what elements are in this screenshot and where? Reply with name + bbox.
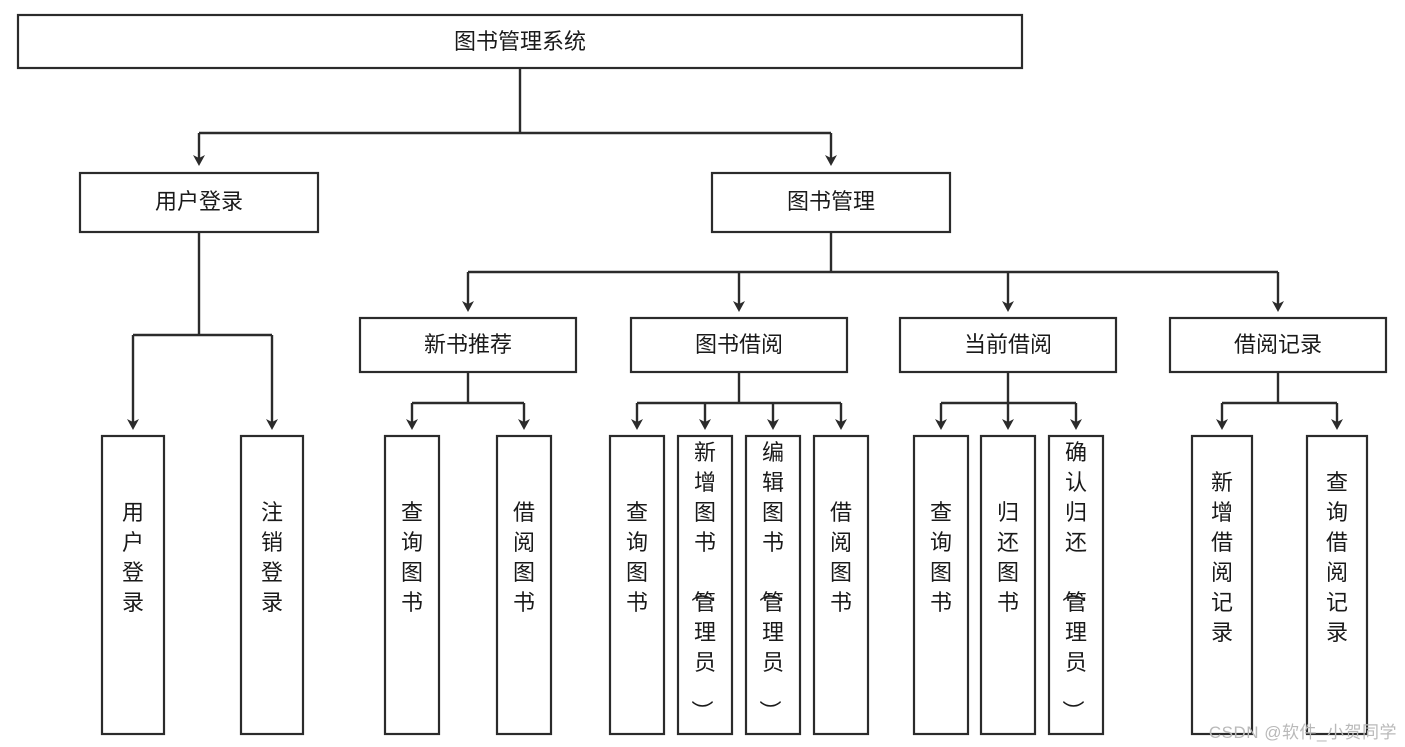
node-leaf-user-login[interactable]: 用户登录 bbox=[100, 434, 166, 736]
node-leaf-add-book-box[interactable] bbox=[676, 434, 734, 736]
node-current-borrow-label: 当前借阅 bbox=[964, 332, 1052, 357]
node-user-login[interactable]: 用户登录 bbox=[78, 171, 320, 234]
node-leaf-borrow-book-2-box[interactable] bbox=[812, 434, 870, 736]
node-leaf-confirm-return[interactable]: 确认归还（管理员） bbox=[1047, 434, 1105, 736]
node-root-box[interactable] bbox=[16, 13, 1024, 70]
node-leaf-confirm-return-label: 确认归还（管理员） bbox=[1060, 440, 1087, 722]
node-leaf-logout-box[interactable] bbox=[239, 434, 305, 736]
node-leaf-query-book-2-label: 查询图书 bbox=[626, 500, 648, 615]
node-borrow-record-label: 借阅记录 bbox=[1234, 332, 1322, 357]
node-leaf-borrow-book-1-box[interactable] bbox=[495, 434, 553, 736]
node-leaf-query-book-1[interactable]: 查询图书 bbox=[383, 434, 441, 736]
node-book-borrow-box[interactable] bbox=[629, 316, 849, 374]
node-leaf-logout[interactable]: 注销登录 bbox=[239, 434, 305, 736]
node-new-book-recommend-box[interactable] bbox=[358, 316, 578, 374]
node-leaf-return-book[interactable]: 归还图书 bbox=[979, 434, 1037, 736]
node-current-borrow-box[interactable] bbox=[898, 316, 1118, 374]
node-leaf-confirm-return-box[interactable] bbox=[1047, 434, 1105, 736]
node-leaf-query-record-label: 查询借阅记录 bbox=[1326, 470, 1348, 645]
node-leaf-borrow-book-2[interactable]: 借阅图书 bbox=[812, 434, 870, 736]
csdn-watermark: CSDN @软件_小贺同学 bbox=[1208, 723, 1397, 742]
node-borrow-record-box[interactable] bbox=[1168, 316, 1388, 374]
node-leaf-add-record-box[interactable] bbox=[1190, 434, 1254, 736]
node-leaf-logout-label: 注销登录 bbox=[261, 500, 283, 615]
node-leaf-query-book-3-box[interactable] bbox=[912, 434, 970, 736]
node-leaf-edit-book-label: 编辑图书（管理员） bbox=[757, 440, 784, 722]
connector-user-login-to-leaves bbox=[127, 232, 278, 430]
node-leaf-add-record[interactable]: 新增借阅记录 bbox=[1190, 434, 1254, 736]
node-leaf-return-book-box[interactable] bbox=[979, 434, 1037, 736]
node-leaf-query-book-3-label: 查询图书 bbox=[930, 500, 952, 615]
node-user-login-box[interactable] bbox=[78, 171, 320, 234]
node-leaf-edit-book-box[interactable] bbox=[744, 434, 802, 736]
node-new-book-recommend[interactable]: 新书推荐 bbox=[358, 316, 578, 374]
connector-new-book-recommend-to-leaves bbox=[406, 372, 530, 430]
node-root-system[interactable]: 图书管理系统 bbox=[16, 13, 1024, 70]
node-leaf-query-book-1-label: 查询图书 bbox=[401, 500, 423, 615]
node-new-book-recommend-label: 新书推荐 bbox=[424, 332, 512, 357]
connector-root-to-level2 bbox=[193, 68, 837, 166]
node-leaf-borrow-book-1[interactable]: 借阅图书 bbox=[495, 434, 553, 736]
connector-current-borrow-to-leaves bbox=[935, 372, 1082, 430]
node-current-borrow[interactable]: 当前借阅 bbox=[898, 316, 1118, 374]
node-leaf-add-book[interactable]: 新增图书（管理员） bbox=[676, 434, 734, 736]
node-leaf-query-record-box[interactable] bbox=[1305, 434, 1369, 736]
connector-borrow-record-to-leaves bbox=[1216, 372, 1343, 430]
node-leaf-add-book-label: 新增图书（管理员） bbox=[689, 440, 716, 722]
node-book-borrow[interactable]: 图书借阅 bbox=[629, 316, 849, 374]
node-leaf-borrow-book-2-label: 借阅图书 bbox=[830, 500, 852, 615]
node-leaf-edit-book[interactable]: 编辑图书（管理员） bbox=[744, 434, 802, 736]
node-leaf-user-login-label: 用户登录 bbox=[122, 500, 144, 615]
node-leaf-query-record[interactable]: 查询借阅记录 bbox=[1305, 434, 1369, 736]
node-user-login-label: 用户登录 bbox=[155, 189, 243, 214]
node-leaf-return-book-label: 归还图书 bbox=[997, 500, 1019, 615]
connector-book-management-to-level3 bbox=[462, 232, 1284, 312]
node-root-label: 图书管理系统 bbox=[454, 29, 586, 54]
node-leaf-query-book-2-box[interactable] bbox=[608, 434, 666, 736]
connector-book-borrow-to-leaves bbox=[631, 372, 847, 430]
node-book-management[interactable]: 图书管理 bbox=[710, 171, 952, 234]
node-leaf-query-book-3[interactable]: 查询图书 bbox=[912, 434, 970, 736]
node-leaf-add-record-label: 新增借阅记录 bbox=[1211, 470, 1233, 645]
node-leaf-query-book-1-box[interactable] bbox=[383, 434, 441, 736]
node-book-management-label: 图书管理 bbox=[787, 189, 875, 214]
node-leaf-user-login-box[interactable] bbox=[100, 434, 166, 736]
node-leaf-query-book-2[interactable]: 查询图书 bbox=[608, 434, 666, 736]
node-book-borrow-label: 图书借阅 bbox=[695, 332, 783, 357]
node-borrow-record[interactable]: 借阅记录 bbox=[1168, 316, 1388, 374]
node-leaf-borrow-book-1-label: 借阅图书 bbox=[513, 500, 535, 615]
node-book-management-box[interactable] bbox=[710, 171, 952, 234]
